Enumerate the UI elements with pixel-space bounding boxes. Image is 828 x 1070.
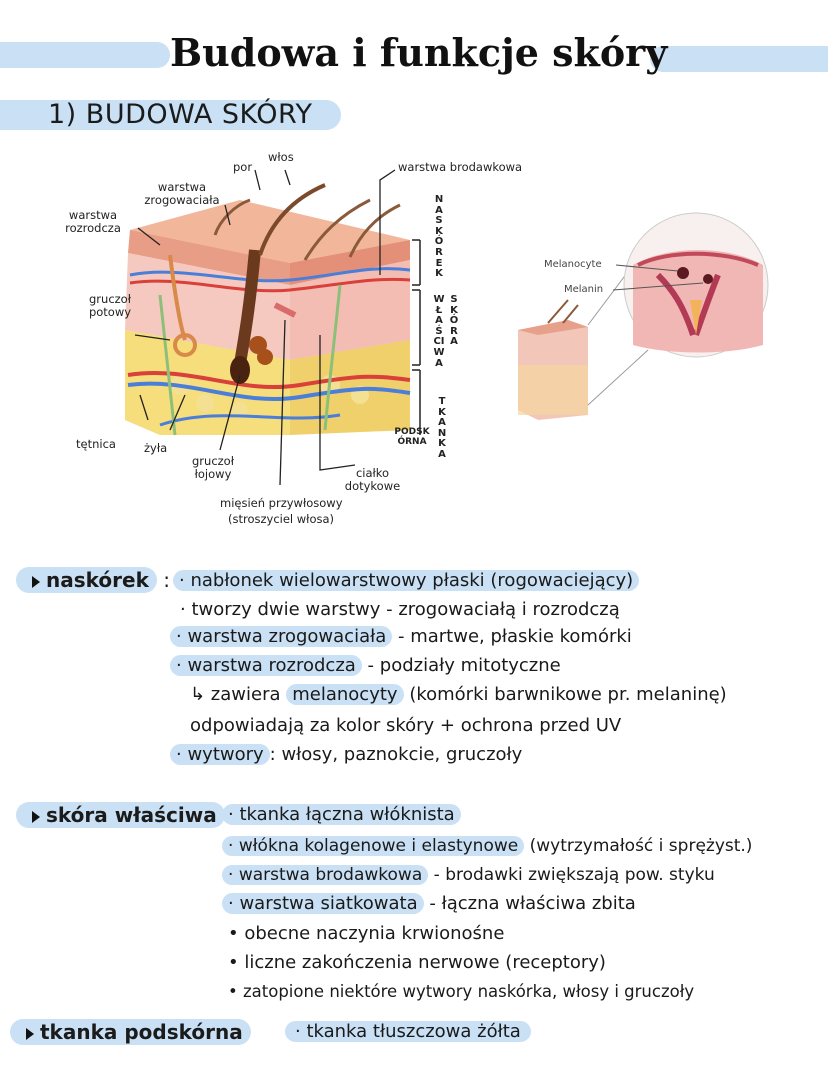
bullet-arrow-icon [32,810,40,823]
label-cialko-dotykowe: ciałko dotykowe [344,466,401,493]
skora-line-4-desc: - łączna właściwa zbita [429,893,636,914]
skora-line-1-text: tkanka łączna włóknista [239,804,455,825]
naskorek-line-5-lead: ↳ zawiera [190,684,281,705]
vertical-label-skora: SKÓRA [449,294,459,348]
naskorek-line-4-term: warstwa rozrodcza [187,655,356,676]
naskorek-line-7-desc: : włosy, paznokcie, gruczoły [269,744,523,765]
tkanka-podskorna-label: tkanka podskórna [40,1020,243,1044]
skora-line-4: · warstwa siatkowata - łączna właściwa z… [222,892,636,916]
vertical-label-tkanka: TKANKA [437,396,447,460]
vertical-label-wlasciwa: WŁAŚCIWA [433,294,445,369]
label-warstwa-rozrodcza: warstwa rozrodcza [65,208,121,235]
naskorek-line-2: · tworzy dwie warstwy - zrogowaciałą i r… [180,599,620,620]
label-zyla: żyła [144,441,168,455]
skin-diagram: włos por warstwa zrogowaciała warstwa ro… [40,145,522,540]
label-warstwa-brodawkowa: warstwa brodawkowa [398,160,523,174]
naskorek-line-5: ↳ zawiera melanocyty (komórki barwnikowe… [190,683,727,707]
skora-line-3: · warstwa brodawkowa - brodawki zwiększa… [222,863,715,887]
melanocyte-illustration [518,212,769,420]
naskorek-line-2-text: tworzy dwie warstwy - zrogowaciałą i roz… [191,599,620,620]
skora-wlasciwa-heading: skóra właściwa : [16,802,238,828]
naskorek-line-4-desc: - podziały mitotyczne [367,655,561,676]
tkanka-podskorna-heading: tkanka podskórna [10,1019,251,1045]
bullet-arrow-icon [26,1027,34,1040]
naskorek-line-3: · warstwa zrogowaciała - martwe, płaskie… [170,625,632,649]
page-title: Budowa i funkcje skóry [170,30,668,75]
label-podskorna: PODSK ÓRNA [394,427,430,447]
skora-line-6: • liczne zakończenia nerwowe (receptory) [228,952,606,973]
naskorek-line-7: · wytwory: włosy, paznokcie, gruczoły [170,743,522,767]
naskorek-line-6: odpowiadają za kolor skóry + ochrona prz… [190,714,621,738]
naskorek-line-5-desc: (komórki barwnikowe pr. melaninę) [409,684,727,705]
label-miesien-przywlosowy: mięsień przywłosowy [220,496,343,510]
skora-wlasciwa-label: skóra właściwa [46,803,217,827]
tkanka-line-1: · tkanka tłuszczowa żółta [285,1020,531,1044]
skora-line-2-term: włókna kolagenowe i elastynowe [238,836,519,856]
label-gruczol-potowy: gruczoł potowy [88,292,132,319]
naskorek-line-4: · warstwa rozrodcza - podziały mitotyczn… [170,654,561,678]
label-melanocyte: Melanocyte [544,259,602,270]
skin-cross-section-illustration [125,169,421,486]
label-melanin: Melanin [564,284,604,295]
naskorek-line-3-desc: - martwe, płaskie komórki [397,626,632,647]
skora-line-3-desc: - brodawki zwiększają pow. styku [433,865,715,885]
skora-line-7-text: zatopione niektóre wytwory naskórka, wło… [242,982,695,1001]
label-gruczol-lojowy: gruczoł łojowy [192,454,234,481]
naskorek-label: naskórek [46,568,149,592]
naskorek-line-1: · nabłonek wielowarstwowy płaski (rogowa… [173,569,640,593]
title-highlight-left [0,42,170,68]
skora-line-3-term: warstwa brodawkowa [238,865,423,885]
naskorek-line-5-term: melanocyty [292,684,398,705]
naskorek-line-7-term: wytwory [187,744,264,765]
section-heading: 1) BUDOWA SKÓRY [0,100,341,130]
naskorek-line-6-text: odpowiadają za kolor skóry + ochrona prz… [190,715,622,736]
label-warstwa-zrogowaciala: warstwa zrogowaciała [144,180,220,207]
tkanka-line-1-text: tkanka tłuszczowa żółta [306,1021,521,1042]
label-stroszyciel: (stroszyciel włosa) [228,512,335,526]
naskorek-line-3-term: warstwa zrogowaciała [187,626,387,647]
label-wlos: włos [268,150,294,164]
skora-line-6-text: liczne zakończenia nerwowe (receptory) [244,952,606,973]
vertical-label-naskorek: NASKÓREK [434,194,444,280]
skora-line-5: • obecne naczynia krwionośne [228,923,505,944]
naskorek-heading: naskórek : [16,567,170,593]
title-highlight-right [650,46,828,72]
melanocyte-diagram: Melanocyte Melanin [508,205,808,425]
skora-line-4-term: warstwa siatkowata [239,893,418,914]
bullet-arrow-icon [32,575,40,588]
naskorek-line-1-text: nabłonek wielowarstwowy płaski (rogowaci… [190,570,634,591]
label-por: por [233,160,253,174]
skora-line-1: · tkanka łączna włóknista [222,803,461,827]
skora-line-5-text: obecne naczynia krwionośne [244,923,505,944]
skora-line-2: · włókna kolagenowe i elastynowe (wytrzy… [222,834,752,858]
label-tetnica: tętnica [76,437,116,451]
skora-line-2-desc: (wytrzymałość i sprężyst.) [529,836,753,856]
skora-line-7: • zatopione niektóre wytwory naskórka, w… [228,982,695,1001]
